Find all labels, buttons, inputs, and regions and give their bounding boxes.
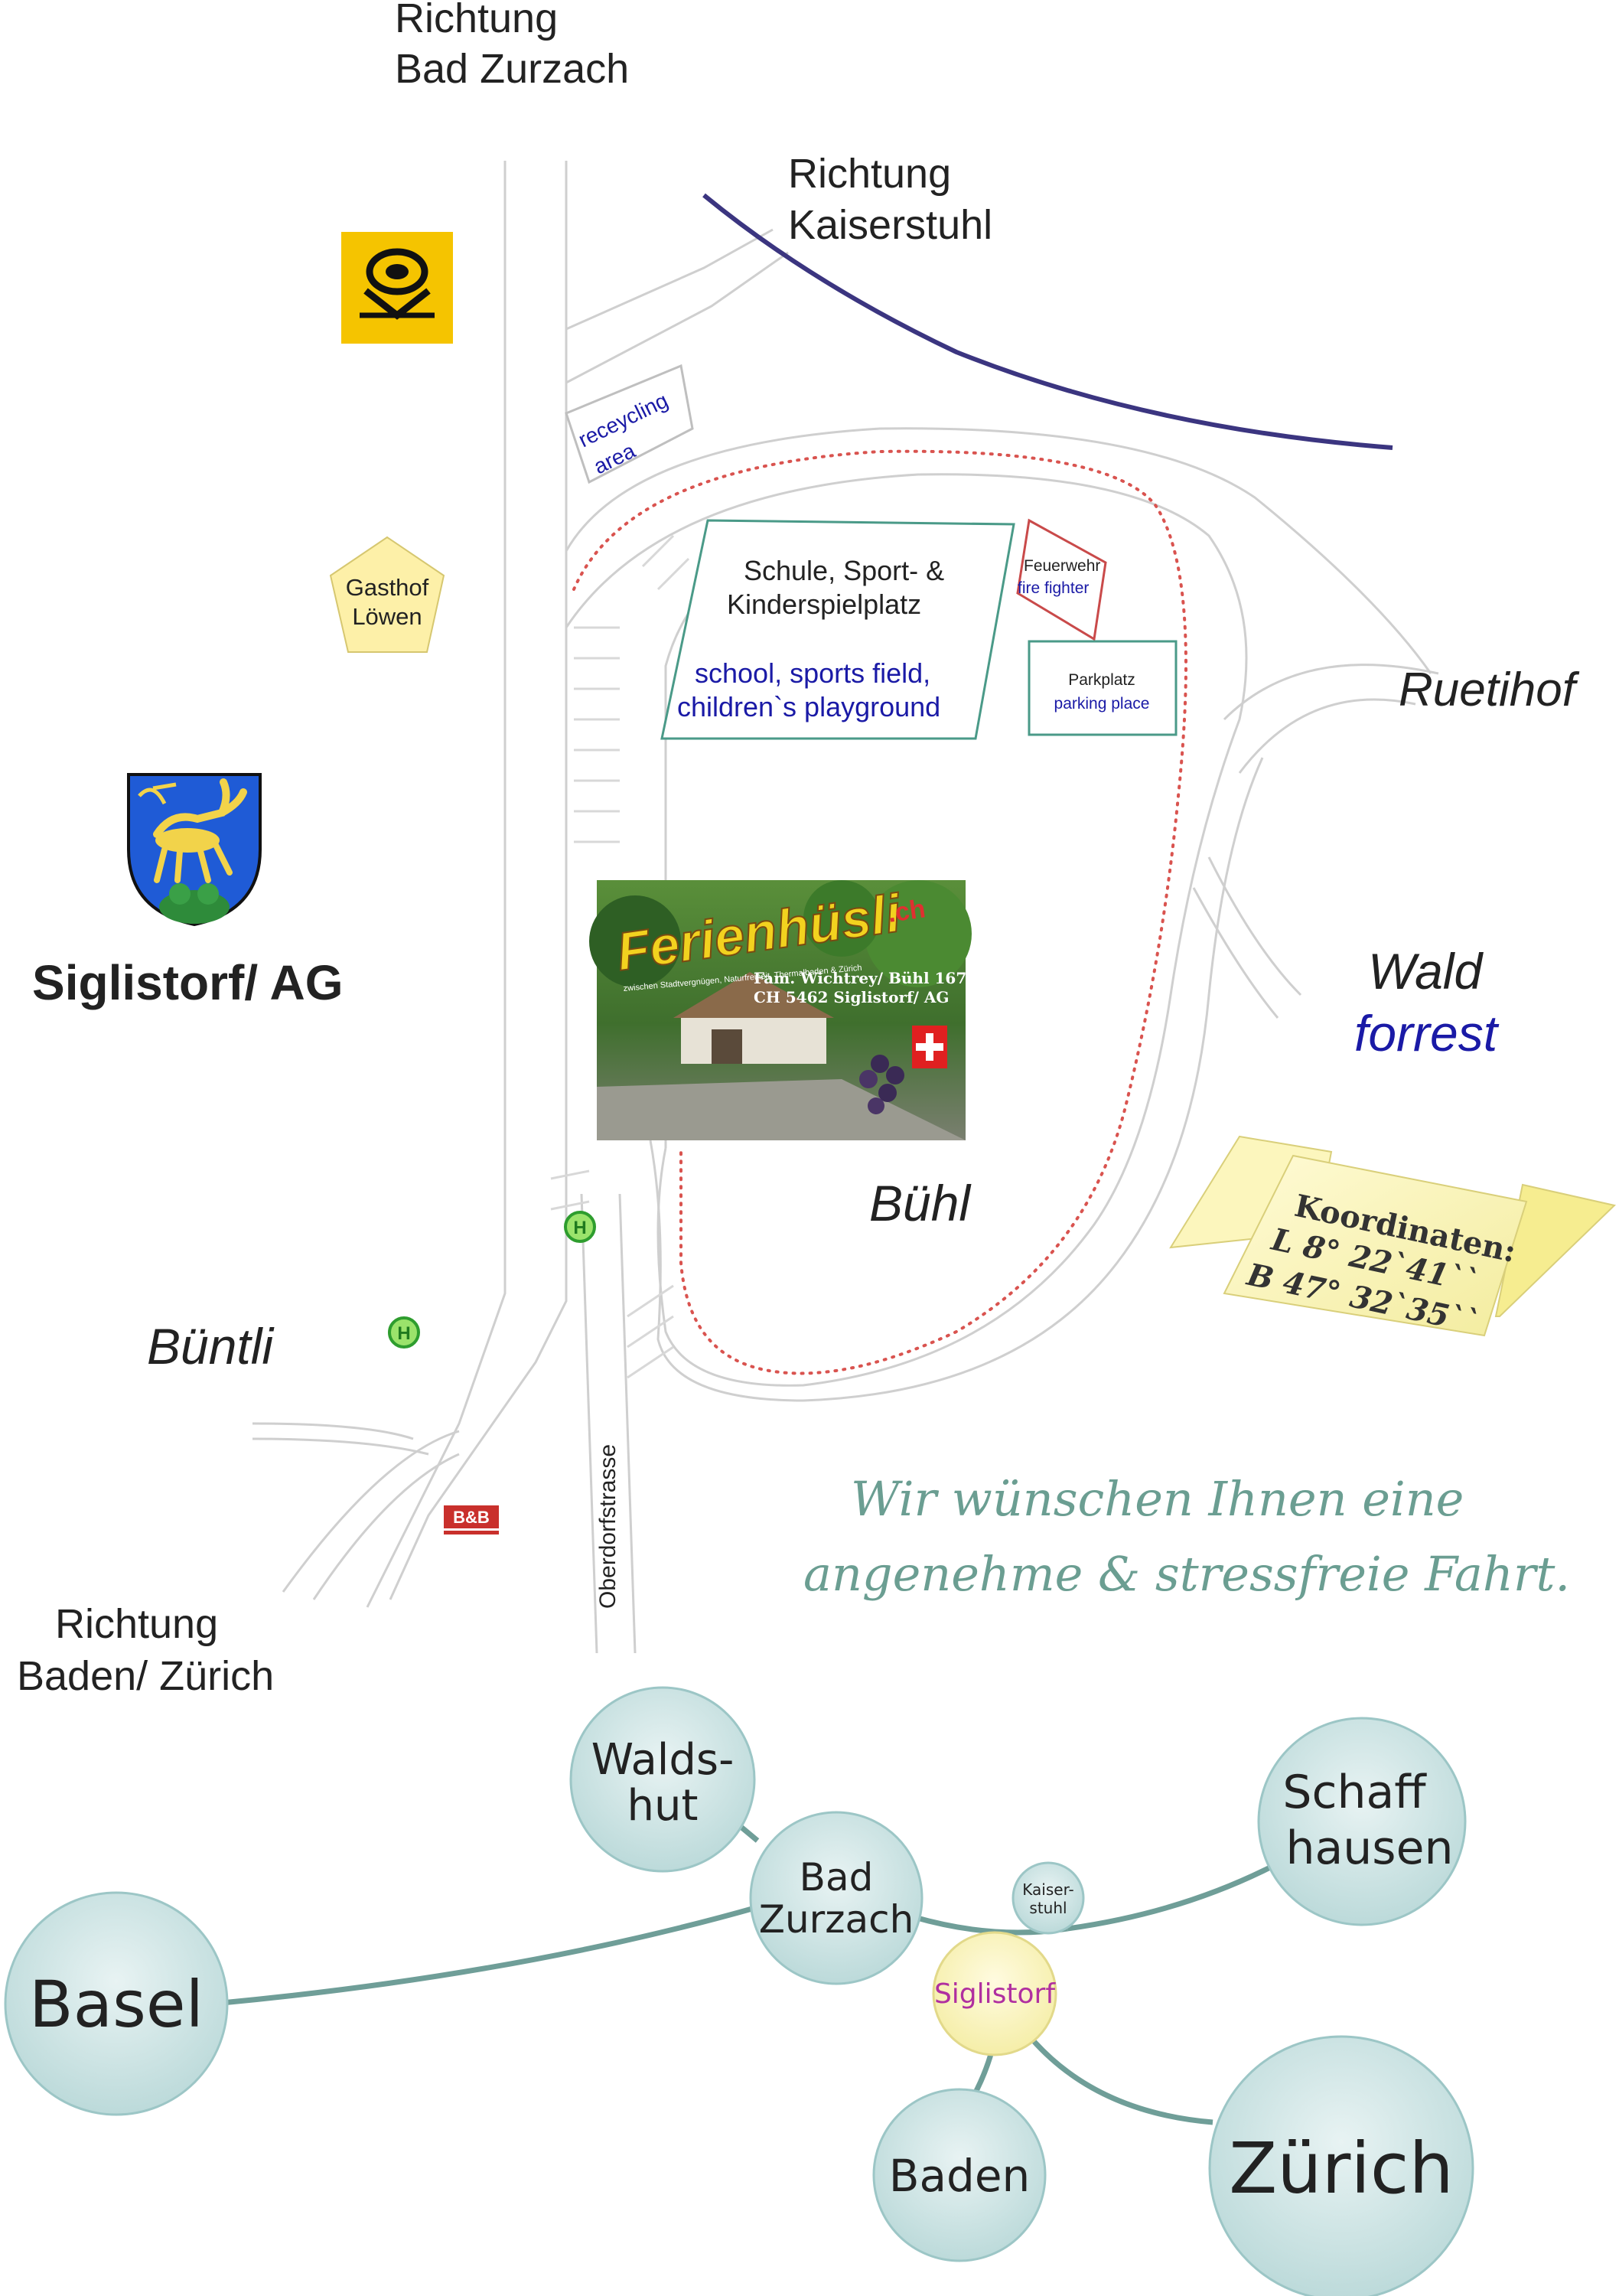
photo-address-1: Fam. Wichtrey/ Bühl 167 xyxy=(754,969,966,987)
node-label-bad-zurzach-2: Zurzach xyxy=(759,1897,914,1942)
node-basel xyxy=(4,1891,229,2116)
label-fire-fighter: fire fighter xyxy=(1018,579,1089,597)
school-box xyxy=(660,519,1015,740)
node-label-schaffhausen: Schaff xyxy=(1282,1766,1427,1819)
label-feuerwehr: Feuerwehr xyxy=(1024,557,1100,575)
node-kaiserstuhl xyxy=(1011,1861,1085,1935)
label-richtung-bad-zurzach-2: Bad Zurzach xyxy=(395,46,629,92)
label-buehl: Bühl xyxy=(869,1175,972,1231)
post-office-icon xyxy=(341,232,453,344)
photo-brand-suffix: .ch xyxy=(886,894,927,928)
road-kaiserstuhl xyxy=(702,193,1393,450)
label-wald: Wald xyxy=(1368,943,1484,1000)
node-baden xyxy=(872,2088,1047,2262)
bus-stop-symbol: H xyxy=(573,1218,586,1238)
node-bad-zurzach xyxy=(749,1811,924,1985)
node-zurich xyxy=(1208,2035,1474,2296)
node-label-zurich: Zürich xyxy=(1229,2128,1454,2210)
node-siglistorf xyxy=(932,1931,1057,2056)
label-parking-place: parking place xyxy=(1054,695,1150,713)
node-label-schaffhausen-2: hausen xyxy=(1285,1821,1453,1875)
label-parkplatz: Parkplatz xyxy=(1068,671,1135,689)
label-forrest: forrest xyxy=(1354,1005,1500,1062)
label-school-en: school, sports field, xyxy=(695,657,930,689)
city-nodes xyxy=(4,1686,1474,2296)
siglistorf-coat-of-arms-icon xyxy=(127,773,262,927)
label-gasthof: Gasthof xyxy=(346,574,429,601)
node-label-kaiserstuhl: Kaiser- xyxy=(1022,1880,1073,1899)
node-label-kaiserstuhl-2: stuhl xyxy=(1029,1899,1067,1917)
ferienhuesli-photo xyxy=(589,880,972,1140)
label-richtung-bad-zurzach: Richtung xyxy=(395,0,558,41)
node-schaffhausen xyxy=(1257,1717,1467,1926)
recycling-area-box xyxy=(565,364,694,484)
greeting-line-1: Wir wünschen Ihnen eine xyxy=(851,1471,1464,1527)
label-buentli: Büntli xyxy=(147,1318,275,1375)
bnb-logo-text: B&B xyxy=(453,1508,490,1527)
bus-stop-icon xyxy=(388,1211,596,1349)
node-label-basel: Basel xyxy=(29,1967,204,2042)
city-network-connectors xyxy=(221,1819,1272,2125)
walking-path xyxy=(572,449,1187,1375)
parking-box xyxy=(1028,640,1178,736)
fire-station-box xyxy=(1016,518,1107,641)
node-label-baden: Baden xyxy=(889,2150,1031,2202)
label-school-de-2: Kinderspielplatz xyxy=(727,589,921,620)
node-label-waldshut-2: hut xyxy=(627,1781,699,1831)
label-loewen: Löwen xyxy=(352,603,422,630)
label-richtung-baden-2: Baden/ Zürich xyxy=(17,1653,274,1699)
node-label-siglistorf: Siglistorf xyxy=(934,1978,1056,2010)
label-siglistorf-ag: Siglistorf/ AG xyxy=(32,955,344,1010)
node-label-waldshut: Walds- xyxy=(591,1735,735,1785)
node-label-bad-zurzach: Bad xyxy=(800,1855,874,1900)
label-richtung-kaiserstuhl-2: Kaiserstuhl xyxy=(788,202,992,248)
road-network xyxy=(252,161,1439,1654)
parking-stripes xyxy=(550,534,690,1379)
bus-stop-symbol-2: H xyxy=(397,1323,410,1344)
gasthof-loewen-marker xyxy=(329,536,445,653)
photo-address-2: CH 5462 Siglistorf/ AG xyxy=(754,988,949,1006)
coordinates-banner xyxy=(1169,1135,1617,1337)
label-richtung-baden: Richtung xyxy=(55,1601,218,1647)
label-richtung-kaiserstuhl: Richtung xyxy=(788,151,951,197)
node-waldshut xyxy=(569,1686,756,1873)
label-oberdorfstrasse: Oberdorfstrasse xyxy=(595,1444,621,1609)
label-school-de: Schule, Sport- & xyxy=(744,555,944,586)
greeting-line-2: angenehme & stressfreie Fahrt. xyxy=(803,1546,1570,1602)
label-ruetihof: Ruetihof xyxy=(1399,664,1580,716)
bnb-logo xyxy=(444,1505,499,1534)
label-school-en-2: children`s playground xyxy=(677,691,940,722)
